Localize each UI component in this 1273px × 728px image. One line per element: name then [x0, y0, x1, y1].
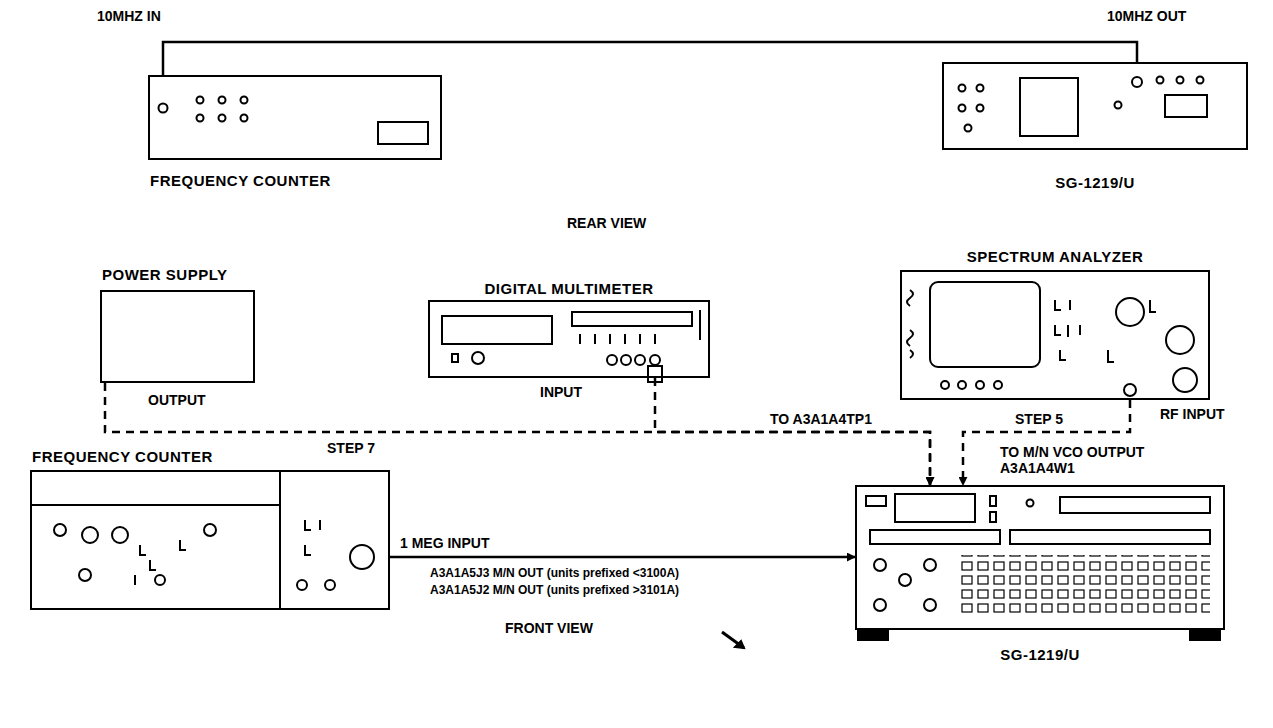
annotation-label: FRONT VIEW	[503, 620, 595, 636]
annotation-label: REAR VIEW	[565, 215, 648, 231]
annotation-label: TO M/N VCO OUTPUT A3A1A4W1	[998, 444, 1172, 476]
frequency-counter: FREQUENCY COUNTER	[148, 75, 442, 160]
cable	[390, 556, 855, 559]
annotation-label: 10MHZ OUT	[1105, 8, 1188, 24]
cable	[163, 42, 1137, 75]
dashed-cable	[655, 378, 930, 485]
digital-multimeter: DIGITAL MULTIMETER	[428, 300, 710, 378]
annotation-label: TO A3A1A4TP1	[768, 411, 874, 427]
instrument-name: POWER SUPPLY	[102, 266, 227, 284]
annotation-label: 10MHZ IN	[95, 8, 163, 24]
signal-generator: SG-1219/U	[855, 485, 1225, 630]
annotation-label: A3A1A5J3 M/N OUT (units prefixed <3100A)	[428, 565, 681, 581]
annotation-label: 1 MEG INPUT	[398, 535, 491, 551]
annotation-label: RF INPUT	[1158, 406, 1227, 422]
instrument-name: SG-1219/U	[1000, 646, 1080, 664]
spectrum-analyzer: SPECTRUM ANALYZER	[900, 270, 1210, 400]
annotation-label: STEP 7	[325, 440, 377, 456]
instrument-name: SG-1219/U	[1055, 174, 1135, 192]
annotation-label: STEP 5	[1013, 411, 1065, 427]
power-supply: POWER SUPPLY	[100, 290, 255, 383]
instrument-name: FREQUENCY COUNTER	[150, 172, 331, 190]
signal-generator: SG-1219/U	[942, 62, 1248, 150]
annotation-label: A3A1A5J2 M/N OUT (units prefixed >3101A)	[428, 582, 681, 598]
annotation-label: INPUT	[538, 384, 584, 400]
frequency-counter: FREQUENCY COUNTER	[30, 470, 390, 610]
instrument-name: DIGITAL MULTIMETER	[485, 280, 654, 298]
instrument-name: FREQUENCY COUNTER	[32, 448, 213, 466]
annotation-label: OUTPUT	[146, 392, 208, 408]
instrument-name: SPECTRUM ANALYZER	[967, 248, 1144, 266]
